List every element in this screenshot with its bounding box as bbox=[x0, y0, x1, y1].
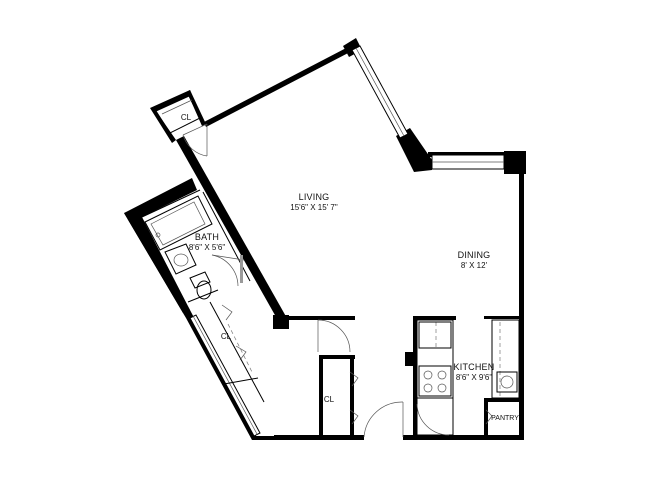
label-living-name: LIVING bbox=[299, 192, 330, 202]
refrigerator bbox=[418, 321, 452, 349]
wall-bath-outer-2 bbox=[124, 213, 276, 440]
wall-top-closet-left bbox=[150, 90, 192, 143]
bath-fixtures bbox=[144, 195, 245, 300]
closet-top-door[interactable] bbox=[182, 123, 208, 157]
label-closet-entry: CL bbox=[324, 395, 335, 404]
wall-east bbox=[519, 172, 524, 317]
label-kitchen-name: KITCHEN bbox=[454, 362, 495, 372]
toilet bbox=[189, 271, 211, 289]
kitchen-counter-left bbox=[416, 319, 454, 399]
wall-kitchen-top bbox=[413, 316, 456, 320]
wall-northwest bbox=[204, 46, 352, 127]
wall-pantry-left bbox=[484, 398, 488, 436]
closet-left-doors[interactable] bbox=[221, 304, 253, 373]
wall-living-bath bbox=[176, 136, 288, 324]
wall-bath-outer bbox=[124, 178, 197, 313]
bath-sink bbox=[164, 243, 197, 275]
label-closet-left: CL bbox=[221, 332, 232, 341]
label-closet-top: CL bbox=[181, 113, 192, 122]
wall-entry-closet-top bbox=[319, 355, 355, 359]
wall-entry-closet bbox=[319, 355, 323, 439]
label-living-dims: 15'6" X 15' 7" bbox=[290, 203, 338, 212]
bathtub bbox=[144, 195, 213, 251]
wall-east-lower bbox=[519, 316, 524, 440]
wall-column bbox=[273, 315, 289, 329]
entry-door[interactable] bbox=[363, 401, 404, 438]
label-bath-dims: 8'6" X 5'6" bbox=[189, 243, 225, 252]
closet-entry-doors[interactable] bbox=[349, 371, 359, 425]
kitchen-sink bbox=[496, 371, 518, 393]
label-dining-name: DINING bbox=[458, 250, 491, 260]
hall-door[interactable] bbox=[317, 319, 351, 353]
wall-hall-top bbox=[289, 316, 355, 320]
stove bbox=[418, 365, 452, 397]
label-dining-dims: 8' X 12' bbox=[461, 261, 488, 270]
windows bbox=[189, 45, 505, 437]
interior-walls bbox=[141, 95, 520, 439]
wall-kitchen-stub bbox=[405, 352, 415, 366]
exterior-walls bbox=[124, 38, 526, 440]
label-bath-name: BATH bbox=[195, 232, 219, 242]
kitchen-fixtures bbox=[416, 319, 520, 436]
wall-south-right bbox=[403, 435, 524, 440]
wall-dining-corner bbox=[504, 151, 526, 174]
wall-kitchen-right-top bbox=[484, 316, 519, 319]
label-pantry: PANTRY bbox=[491, 415, 519, 422]
wall-window-pier bbox=[396, 128, 432, 172]
wall-pantry-top bbox=[484, 398, 520, 402]
label-kitchen-dims: 8'6" X 9'6" bbox=[456, 373, 492, 382]
wall-kitchen-left bbox=[413, 316, 417, 436]
wall-entry-closet-right bbox=[350, 355, 354, 439]
room-labels: CL LIVING 15'6" X 15' 7" BATH 8'6" X 5'6… bbox=[181, 113, 519, 422]
kitchen-counter-right bbox=[491, 319, 520, 399]
wall-top-closet-top bbox=[187, 90, 206, 126]
